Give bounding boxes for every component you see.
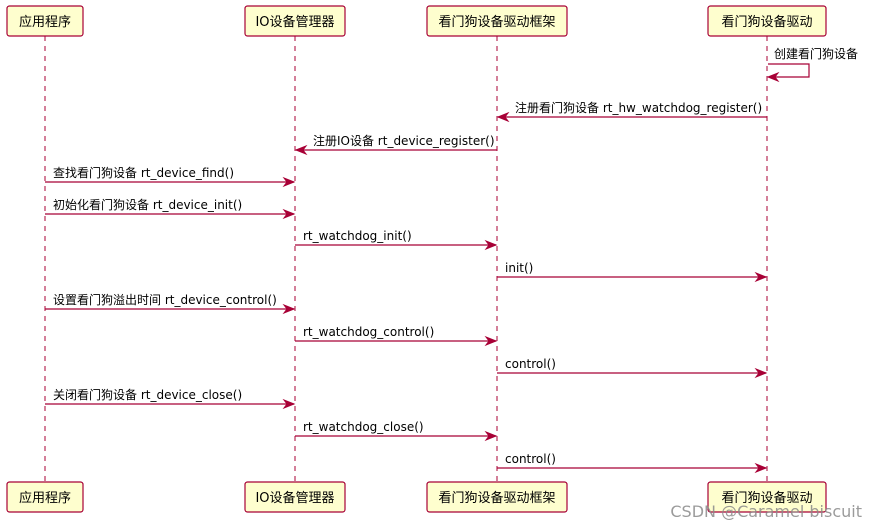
message-label: 注册看门狗设备 rt_hw_watchdog_register() [515,100,762,115]
arrow-head [484,335,498,347]
message-4: 初始化看门狗设备 rt_device_init() [45,197,296,220]
message-12: control() [497,452,768,474]
participant-bottom-2: 看门狗设备驱动框架 [426,481,568,513]
participant-bottom-3: 看门狗设备驱动 [707,481,827,513]
participant-label: 看门狗设备驱动框架 [438,14,555,30]
message-2: 注册IO设备 rt_device_register() [294,133,497,156]
message-label: 初始化看门狗设备 rt_device_init() [53,197,242,212]
participant-bottom-1: IO设备管理器 [244,481,346,513]
participant-top-2: 看门狗设备驱动框架 [426,5,568,37]
participant-label: 看门狗设备驱动框架 [438,490,555,506]
participant-label: IO设备管理器 [255,490,334,506]
participant-box [244,481,346,513]
participant-label: 应用程序 [19,14,71,30]
arrow-head [282,303,296,315]
arrow-head [484,239,498,251]
watermark: CSDN @Caramel biscuit [670,502,862,521]
arrow-head [282,176,296,188]
arrow-head [766,71,780,83]
message-label: init() [505,261,533,275]
message-3: 查找看门狗设备 rt_device_find() [45,165,296,188]
message-9: control() [497,357,768,379]
message-5: rt_watchdog_init() [295,229,498,251]
message-label: 查找看门狗设备 rt_device_find() [53,165,234,180]
participant-box [707,5,827,37]
participant-label: 看门狗设备驱动 [721,14,812,30]
participant-box [244,5,346,37]
message-label: 关闭看门狗设备 rt_device_close() [53,387,242,402]
arrow-head [754,271,768,283]
arrow-head [484,430,498,442]
participant-label: 看门狗设备驱动 [721,490,812,506]
message-label: control() [505,357,556,371]
message-label: rt_watchdog_init() [303,229,412,243]
message-6: init() [497,261,768,283]
arrow-head [282,398,296,410]
message-label: 注册IO设备 rt_device_register() [313,133,495,148]
participant-box [6,481,84,513]
participant-label: 应用程序 [19,490,71,506]
message-label: control() [505,452,556,466]
participant-top-1: IO设备管理器 [244,5,346,37]
message-label: 创建看门狗设备 [774,46,858,61]
participant-box [426,481,568,513]
participant-top-3: 看门狗设备驱动 [707,5,827,37]
participant-bottom-0: 应用程序 [6,481,84,513]
participant-label: IO设备管理器 [255,14,334,30]
message-label: rt_watchdog_close() [303,420,424,434]
arrow-head [754,462,768,474]
message-10: 关闭看门狗设备 rt_device_close() [45,387,296,410]
message-8: rt_watchdog_control() [295,325,498,347]
arrow-head [282,208,296,220]
arrow-head [496,111,510,123]
participant-top-0: 应用程序 [6,5,84,37]
message-7: 设置看门狗溢出时间 rt_device_control() [45,292,296,315]
participant-box [426,5,568,37]
arrow-head [294,144,308,156]
message-line [768,63,810,78]
message-1: 注册看门狗设备 rt_hw_watchdog_register() [496,100,767,123]
arrow-head [754,367,768,379]
message-label: 设置看门狗溢出时间 rt_device_control() [53,292,277,307]
participant-box [6,5,84,37]
message-0: 创建看门狗设备 [766,46,858,83]
participant-box [707,481,827,513]
message-label: rt_watchdog_control() [303,325,434,339]
message-11: rt_watchdog_close() [295,420,498,442]
